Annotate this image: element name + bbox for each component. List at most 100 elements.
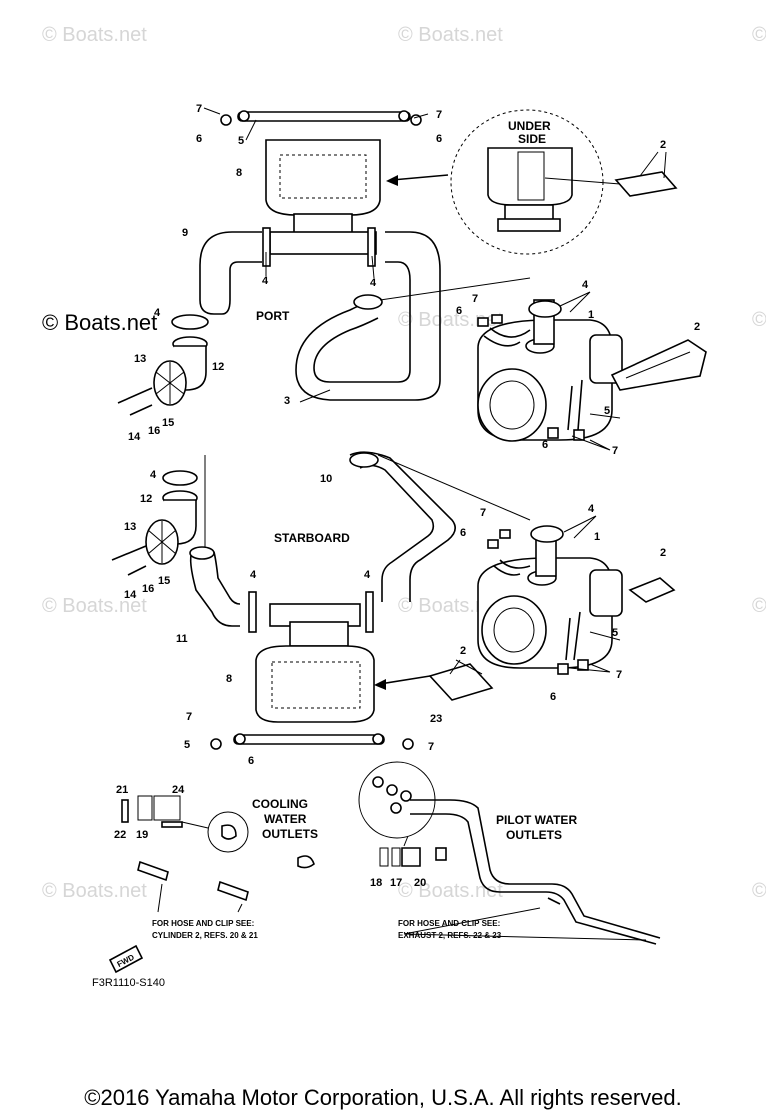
arrow-head xyxy=(374,679,386,690)
callout: 16 xyxy=(148,425,160,437)
silencer-body-starboard xyxy=(477,535,623,669)
callout: 18 xyxy=(370,877,382,889)
callout: 24 xyxy=(172,784,185,796)
callout: 7 xyxy=(472,293,478,305)
port-label: PORT xyxy=(256,309,290,323)
callout: 2 xyxy=(660,139,666,151)
nut xyxy=(402,738,414,750)
hose-clamp xyxy=(349,452,379,468)
nut xyxy=(573,429,585,441)
hose-note: FOR HOSE AND CLIP SEE: xyxy=(152,919,254,928)
callout: 5 xyxy=(184,739,190,751)
nut xyxy=(410,114,422,126)
callout: 7 xyxy=(480,507,486,519)
bolt xyxy=(129,404,153,416)
watermark: © Boats.net xyxy=(42,880,147,902)
callout: 1 xyxy=(588,309,594,321)
hose-11-inner xyxy=(213,551,241,605)
clamp-ring xyxy=(171,314,209,330)
watermark: © Boats.net xyxy=(752,309,766,331)
callout: 4 xyxy=(150,469,157,481)
clamp-ring xyxy=(162,470,198,486)
callout: 15 xyxy=(158,575,170,587)
watermark: © Boats.net xyxy=(752,24,766,46)
callout: 23 xyxy=(430,713,442,725)
gasket-ribs xyxy=(625,351,691,379)
nut xyxy=(477,317,489,327)
hose-11 xyxy=(189,551,240,627)
strap xyxy=(483,327,531,347)
hose-note: FOR HOSE AND CLIP SEE: xyxy=(398,919,500,928)
callout: 2 xyxy=(660,547,666,559)
nut xyxy=(577,659,589,671)
callout: 7 xyxy=(186,711,192,723)
callout: 4 xyxy=(154,307,161,319)
gasket-pad xyxy=(628,577,676,603)
callout: 8 xyxy=(236,167,242,179)
pilot-hose xyxy=(410,799,661,939)
callout: 3 xyxy=(284,395,290,407)
pilot-hose xyxy=(410,813,657,945)
callout: 6 xyxy=(456,305,462,317)
callout: 7 xyxy=(616,669,622,681)
watermark-layer: © Boats.net © Boats.net © Boats.net © Bo… xyxy=(42,24,766,902)
starboard-label: STARBOARD xyxy=(274,531,350,545)
callout: 4 xyxy=(262,275,269,287)
callout: 13 xyxy=(134,353,146,365)
callout: 7 xyxy=(612,445,618,457)
pilot-outlet-parts xyxy=(358,761,661,945)
hose-note: CYLINDER 2, REFS. 20 & 21 xyxy=(152,931,258,940)
callout: 6 xyxy=(436,133,442,145)
underside-label: UNDER xyxy=(508,119,551,133)
hose-clamp xyxy=(367,227,376,267)
callout: 7 xyxy=(436,109,442,121)
callout: 7 xyxy=(428,741,434,753)
watermark: © Boats.net xyxy=(42,595,147,617)
hose-3-inner xyxy=(313,261,411,383)
hose-9 xyxy=(199,231,262,315)
callout: 6 xyxy=(550,691,556,703)
callout-numbers: 7 6 5 7 6 8 2 9 4 4 3 4 6 7 4 1 2 13 12 … xyxy=(114,103,700,889)
nut xyxy=(499,529,511,539)
hose-clamp xyxy=(530,525,564,543)
watermark: © Boats.net xyxy=(752,595,766,617)
fwd-arrow xyxy=(108,944,144,974)
leader-line xyxy=(377,454,531,521)
callout: 7 xyxy=(196,103,202,115)
pilot-label: OUTLETS xyxy=(506,828,562,842)
strap-5 xyxy=(565,611,581,661)
watermark: © Boats.net xyxy=(398,24,503,46)
callout: 5 xyxy=(604,405,610,417)
hose-clamp xyxy=(353,294,383,310)
cooling-label: WATER xyxy=(264,812,307,826)
diagram-code: F3R1110-S140 xyxy=(92,977,165,989)
arrow-to-underside xyxy=(391,174,449,181)
watermark: © Boats.net xyxy=(398,880,503,902)
cooling-label: OUTLETS xyxy=(262,827,318,841)
callout: 5 xyxy=(612,627,618,639)
top-bracket-rod xyxy=(220,110,422,126)
callout: 21 xyxy=(116,784,128,796)
strap-5 xyxy=(567,379,583,431)
bolt xyxy=(127,565,147,576)
nut xyxy=(220,114,232,126)
callout: 9 xyxy=(182,227,188,239)
callout: 6 xyxy=(542,439,548,451)
exploded-view-drawing: © Boats.net © Boats.net © Boats.net © Bo… xyxy=(42,24,766,989)
callout: 4 xyxy=(250,569,257,581)
copyright-notice: ©2016 Yamaha Motor Corporation, U.S.A. A… xyxy=(84,1085,682,1110)
callout: 12 xyxy=(212,361,224,373)
fan-grille xyxy=(155,362,185,404)
cooling-outlet-parts xyxy=(108,795,315,974)
callout-leaders xyxy=(203,107,667,941)
underside-detail-circle xyxy=(450,109,621,255)
callout: 22 xyxy=(114,829,126,841)
callout: 2 xyxy=(694,321,700,333)
hose-note: EXHAUST 2, REFS. 22 & 23 xyxy=(398,931,502,940)
bottom-bracket-rod xyxy=(210,733,414,750)
callout: 13 xyxy=(124,521,136,533)
callout: 12 xyxy=(140,493,152,505)
callout: 14 xyxy=(124,589,137,601)
silencer-body-port xyxy=(477,299,623,442)
